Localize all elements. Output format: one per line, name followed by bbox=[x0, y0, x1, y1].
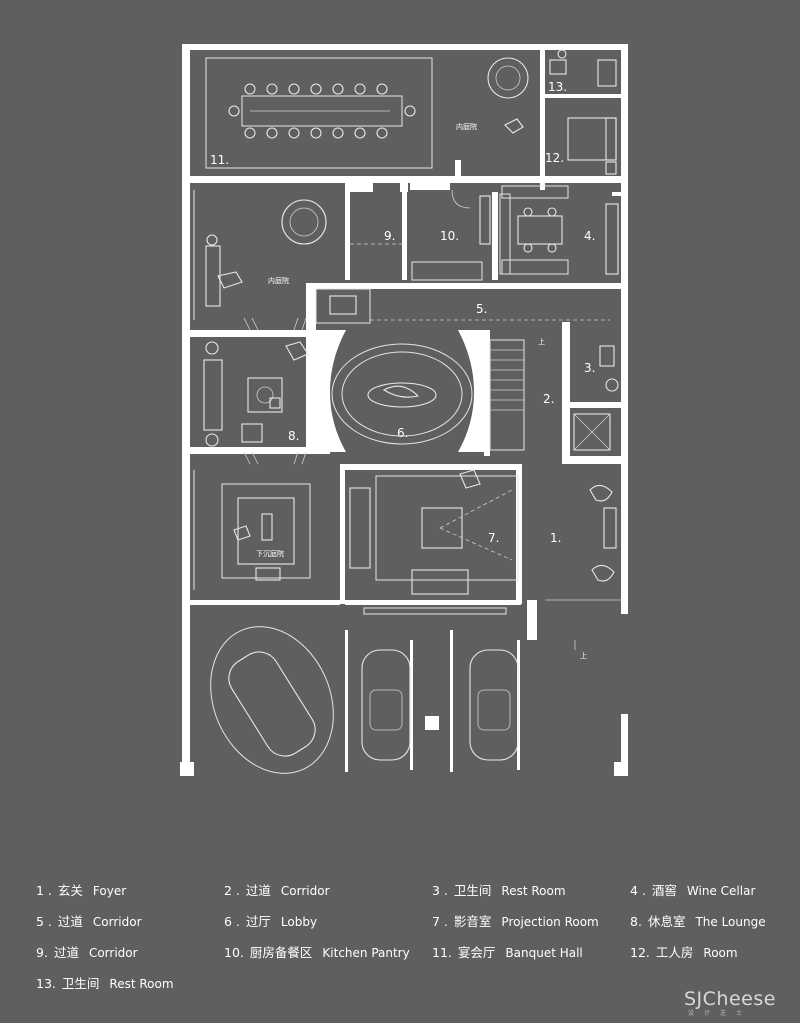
label-stair-up-1: 上 bbox=[538, 337, 545, 346]
legend-num: 2 . bbox=[224, 883, 240, 898]
label-room-1: 1. bbox=[550, 531, 561, 545]
staff-rooms bbox=[549, 49, 617, 175]
interior-walls bbox=[190, 50, 621, 772]
foyer bbox=[545, 484, 621, 650]
legend-item: 13. 卫生间 Rest Room bbox=[36, 973, 174, 992]
label-room-10: 10. bbox=[440, 229, 459, 243]
legend-en: Room bbox=[703, 946, 738, 960]
legend-num: 4 . bbox=[630, 883, 646, 898]
label-room-4: 4. bbox=[584, 229, 595, 243]
legend-cn: 卫生间 bbox=[61, 976, 100, 991]
legend-item: 10. 厨房备餐区 Kitchen Pantry bbox=[224, 942, 410, 961]
room-labels: 1. 2. 3. 4. 5. 6. 7. 8. 9. 10. 11. 12. 1… bbox=[210, 80, 595, 660]
legend-item: 2 . 过道 Corridor bbox=[224, 880, 330, 899]
legend-item: 8. 休息室 The Lounge bbox=[630, 911, 766, 930]
label-courtyard-a: 内庭院 bbox=[456, 122, 477, 131]
legend-cn: 卫生间 bbox=[453, 883, 492, 898]
legend-item: 4 . 酒窖 Wine Cellar bbox=[630, 880, 755, 899]
legend-en: Lobby bbox=[280, 915, 318, 929]
kitchen bbox=[350, 189, 491, 281]
label-room-13: 13. bbox=[548, 80, 567, 94]
label-room-3: 3. bbox=[584, 361, 595, 375]
label-room-11: 11. bbox=[210, 153, 229, 167]
legend-en: Kitchen Pantry bbox=[322, 946, 410, 960]
label-room-7: 7. bbox=[488, 531, 499, 545]
label-room-9: 9. bbox=[384, 229, 395, 243]
stair-block bbox=[489, 339, 619, 451]
label-courtyard-b: 内庭院 bbox=[268, 276, 289, 285]
legend-en: Corridor bbox=[92, 915, 142, 929]
legend-en: Wine Cellar bbox=[686, 884, 756, 898]
legend-en: Rest Room bbox=[109, 977, 174, 991]
legend-en: Banquet Hall bbox=[505, 946, 583, 960]
label-room-12: 12. bbox=[545, 151, 564, 165]
brand-subtitle: 设计芝士 bbox=[688, 1010, 753, 1017]
legend-item: 7 . 影音室 Projection Room bbox=[432, 911, 599, 930]
legend-num: 11. bbox=[432, 945, 452, 960]
legend-num: 1 . bbox=[36, 883, 52, 898]
legend-en: Corridor bbox=[88, 946, 138, 960]
legend-item: 6 . 过厅 Lobby bbox=[224, 911, 317, 930]
corridor-5 bbox=[315, 288, 610, 324]
legend-item: 9. 过道 Corridor bbox=[36, 942, 138, 961]
courtyard-top bbox=[487, 57, 529, 134]
lounge bbox=[203, 341, 309, 447]
courtyard-left bbox=[193, 190, 327, 331]
legend-item: 1 . 玄关 Foyer bbox=[36, 880, 126, 899]
legend-num: 5 . bbox=[36, 914, 52, 929]
legend-num: 9. bbox=[36, 945, 48, 960]
legend-cn: 休息室 bbox=[647, 914, 686, 929]
legend-num: 3 . bbox=[432, 883, 448, 898]
legend-cn: 宴会厅 bbox=[457, 945, 496, 960]
legend-en: Rest Room bbox=[501, 884, 566, 898]
legend-cn: 过道 bbox=[245, 883, 271, 898]
sunken-courtyard bbox=[193, 451, 311, 590]
legend-en: Foyer bbox=[92, 884, 127, 898]
legend-cn: 厨房备餐区 bbox=[249, 945, 313, 960]
legend: 1 . 玄关 Foyer 2 . 过道 Corridor 3 . 卫生间 Rest Room… bbox=[0, 870, 800, 1000]
label-sunken-court: 下沉庭院 bbox=[256, 549, 284, 558]
legend-item: 5 . 过道 Corridor bbox=[36, 911, 142, 930]
legend-cn: 过厅 bbox=[245, 914, 271, 929]
legend-num: 8. bbox=[630, 914, 642, 929]
legend-en: Projection Room bbox=[501, 915, 599, 929]
brand-logo: SJCheese bbox=[684, 988, 776, 1010]
legend-item: 12. 工人房 Room bbox=[630, 942, 738, 961]
legend-en: Corridor bbox=[280, 884, 330, 898]
legend-item: 11. 宴会厅 Banquet Hall bbox=[432, 942, 583, 961]
legend-num: 13. bbox=[36, 976, 56, 991]
legend-num: 10. bbox=[224, 945, 244, 960]
legend-en: The Lounge bbox=[695, 915, 766, 929]
legend-cn: 酒窖 bbox=[651, 883, 677, 898]
label-room-6: 6. bbox=[397, 426, 408, 440]
legend-num: 12. bbox=[630, 945, 650, 960]
legend-num: 6 . bbox=[224, 914, 240, 929]
legend-item: 3 . 卫生间 Rest Room bbox=[432, 880, 566, 899]
legend-cn: 工人房 bbox=[655, 945, 694, 960]
label-room-2: 2. bbox=[543, 392, 554, 406]
label-room-5: 5. bbox=[476, 302, 487, 316]
legend-num: 7 . bbox=[432, 914, 448, 929]
floor-plan: 1. 2. 3. 4. 5. 6. 7. 8. 9. 10. 11. 12. 1… bbox=[180, 44, 628, 776]
legend-cn: 影音室 bbox=[453, 914, 492, 929]
lobby bbox=[316, 330, 484, 452]
label-stair-up-2: 上 bbox=[580, 651, 587, 660]
wine-cellar bbox=[499, 185, 619, 275]
banquet-hall bbox=[205, 57, 433, 169]
label-room-8: 8. bbox=[288, 429, 299, 443]
garage bbox=[210, 626, 519, 774]
outer-walls bbox=[180, 44, 628, 776]
projection-room bbox=[349, 469, 519, 615]
legend-cn: 过道 bbox=[53, 945, 79, 960]
legend-cn: 玄关 bbox=[57, 883, 83, 898]
legend-cn: 过道 bbox=[57, 914, 83, 929]
